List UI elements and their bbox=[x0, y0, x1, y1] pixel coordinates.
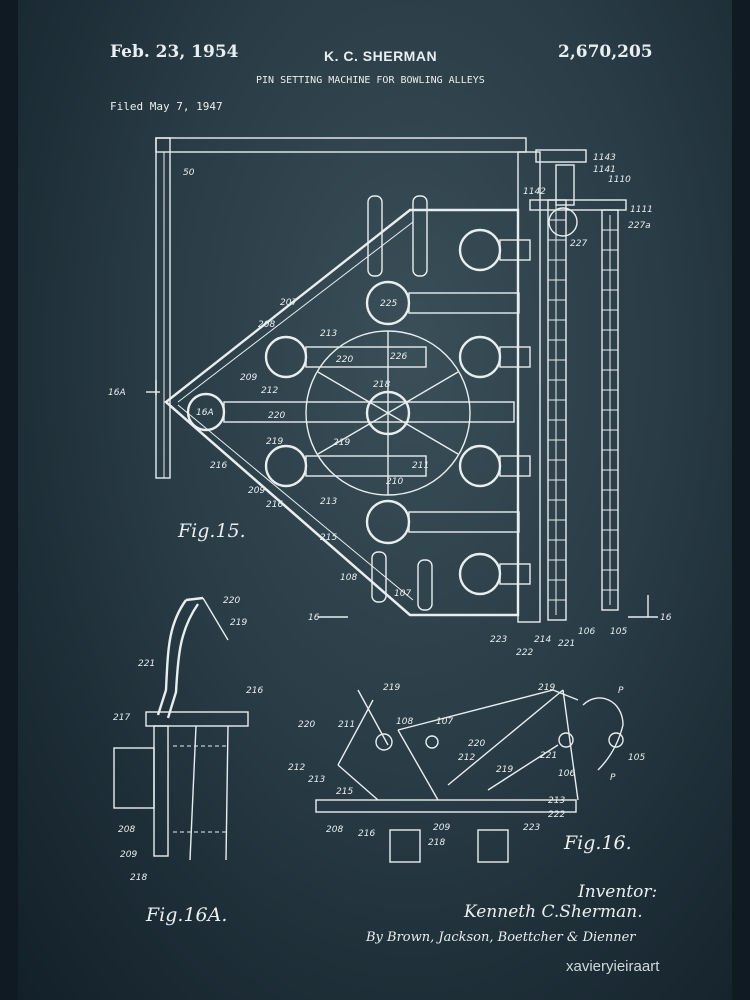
ref-numeral-208: 208 bbox=[326, 825, 343, 835]
ref-numeral-16: 16 bbox=[308, 613, 320, 623]
attorneys-signature: By Brown, Jackson, Boettcher & Dienner bbox=[366, 930, 636, 945]
ref-numeral-220: 220 bbox=[268, 411, 285, 421]
ref-numeral-16A: 16A bbox=[196, 408, 214, 418]
ref-numeral-209: 209 bbox=[433, 823, 450, 833]
patent-number: 2,670,205 bbox=[558, 42, 653, 62]
ref-numeral-P: P bbox=[618, 686, 624, 696]
ref-numeral-218: 218 bbox=[373, 380, 390, 390]
ref-numeral-227: 227 bbox=[570, 239, 587, 249]
ref-numeral-225: 225 bbox=[380, 299, 397, 309]
ref-numeral-217: 217 bbox=[113, 713, 130, 723]
patent-title: PIN SETTING MACHINE FOR BOWLING ALLEYS bbox=[256, 75, 485, 86]
watermark: xavieryieiraart bbox=[566, 958, 660, 975]
ref-numeral-1143: 1143 bbox=[593, 153, 616, 163]
ref-numeral-220: 220 bbox=[298, 720, 315, 730]
ref-numeral-212: 212 bbox=[261, 386, 278, 396]
ref-numeral-210: 210 bbox=[386, 477, 403, 487]
ref-numeral-209: 209 bbox=[248, 486, 265, 496]
ref-numeral-214: 214 bbox=[534, 635, 551, 645]
ref-numeral-215: 215 bbox=[336, 787, 353, 797]
ref-numeral-226: 226 bbox=[390, 352, 407, 362]
ref-numeral-16A: 16A bbox=[108, 388, 126, 398]
ref-numeral-218: 218 bbox=[130, 873, 147, 883]
inventor-heading: K. C. SHERMAN bbox=[324, 48, 438, 64]
patent-date: Feb. 23, 1954 bbox=[110, 42, 239, 62]
ref-numeral-216: 216 bbox=[358, 829, 375, 839]
fig16-label: Fig.16. bbox=[564, 832, 632, 854]
ref-numeral-221: 221 bbox=[558, 639, 575, 649]
ref-numeral-1111: 1111 bbox=[630, 205, 653, 215]
ref-numeral-219: 219 bbox=[496, 765, 513, 775]
ref-numeral-212: 212 bbox=[288, 763, 305, 773]
ref-numeral-219: 219 bbox=[230, 618, 247, 628]
ref-numeral-106: 106 bbox=[558, 769, 575, 779]
ref-numeral-219: 219 bbox=[333, 438, 350, 448]
fig15-label: Fig.15. bbox=[178, 520, 246, 542]
ref-numeral-213: 213 bbox=[320, 329, 337, 339]
fig16a-drawing: 220 219 221 216 217 208 209 218 bbox=[113, 596, 263, 883]
ref-numeral-221: 221 bbox=[540, 751, 557, 761]
ref-numeral-219: 219 bbox=[383, 683, 400, 693]
ref-numeral-211: 211 bbox=[338, 720, 355, 730]
ref-numeral-208: 208 bbox=[258, 320, 275, 330]
ref-numeral-223: 223 bbox=[490, 635, 507, 645]
ref-numeral-1110: 1110 bbox=[608, 175, 631, 185]
ref-numeral-219: 219 bbox=[266, 437, 283, 447]
ref-numeral-220: 220 bbox=[223, 596, 240, 606]
ref-numeral-211: 211 bbox=[412, 461, 429, 471]
ref-numeral-208: 208 bbox=[118, 825, 135, 835]
ref-numeral-216: 216 bbox=[246, 686, 263, 696]
ref-numeral-105: 105 bbox=[628, 753, 645, 763]
ref-numeral-216: 216 bbox=[210, 461, 227, 471]
ref-numeral-P: P bbox=[610, 773, 616, 783]
ref-numeral-16: 16 bbox=[660, 613, 672, 623]
ref-numeral-108: 108 bbox=[396, 717, 413, 727]
ref-numeral-213: 213 bbox=[548, 796, 565, 806]
inventor-name: Kenneth C.Sherman. bbox=[464, 902, 643, 922]
ref-numeral-219: 219 bbox=[538, 683, 555, 693]
ref-numeral-220: 220 bbox=[468, 739, 485, 749]
ref-numeral-107: 107 bbox=[394, 589, 411, 599]
ref-numeral-207: 207 bbox=[280, 298, 297, 308]
ref-numeral-209: 209 bbox=[240, 373, 257, 383]
ref-numeral-223: 223 bbox=[523, 823, 540, 833]
ref-numeral-220: 220 bbox=[336, 355, 353, 365]
fig16-drawing: 219 220 211 108 107 212 213 215 208 216 … bbox=[288, 683, 645, 863]
ref-numeral-221: 221 bbox=[138, 659, 155, 669]
ref-numeral-227a: 227a bbox=[628, 221, 651, 231]
ref-numeral-212: 212 bbox=[458, 753, 475, 763]
ref-numeral-222: 222 bbox=[548, 810, 565, 820]
fig15-drawing: 50 207 208 209 212 213 220 220 225 226 2… bbox=[108, 137, 672, 658]
ref-numeral-105: 105 bbox=[610, 627, 627, 637]
ref-numeral-218: 218 bbox=[428, 838, 445, 848]
ref-numeral-213: 213 bbox=[308, 775, 325, 785]
ref-50: 50 bbox=[183, 168, 195, 178]
ref-numeral-107: 107 bbox=[436, 717, 453, 727]
ref-numeral-213: 213 bbox=[320, 497, 337, 507]
ref-numeral-215: 215 bbox=[320, 533, 337, 543]
ref-numeral-209: 209 bbox=[120, 850, 137, 860]
ref-numeral-106: 106 bbox=[578, 627, 595, 637]
ref-numeral-108: 108 bbox=[340, 573, 357, 583]
ref-numeral-222: 222 bbox=[516, 648, 533, 658]
ref-numeral-216: 216 bbox=[266, 500, 283, 510]
inventor-label: Inventor: bbox=[578, 882, 658, 902]
patent-drawing: 50 207 208 209 212 213 220 220 225 226 2… bbox=[108, 137, 672, 883]
blueprint-poster: Feb. 23, 1954 K. C. SHERMAN 2,670,205 PI… bbox=[18, 0, 732, 1000]
fig16a-label: Fig.16A. bbox=[146, 904, 228, 926]
ref-numeral-1142: 1142 bbox=[523, 187, 546, 197]
ref-numeral-1141: 1141 bbox=[593, 165, 616, 175]
filed-date: Filed May 7, 1947 bbox=[110, 100, 223, 113]
